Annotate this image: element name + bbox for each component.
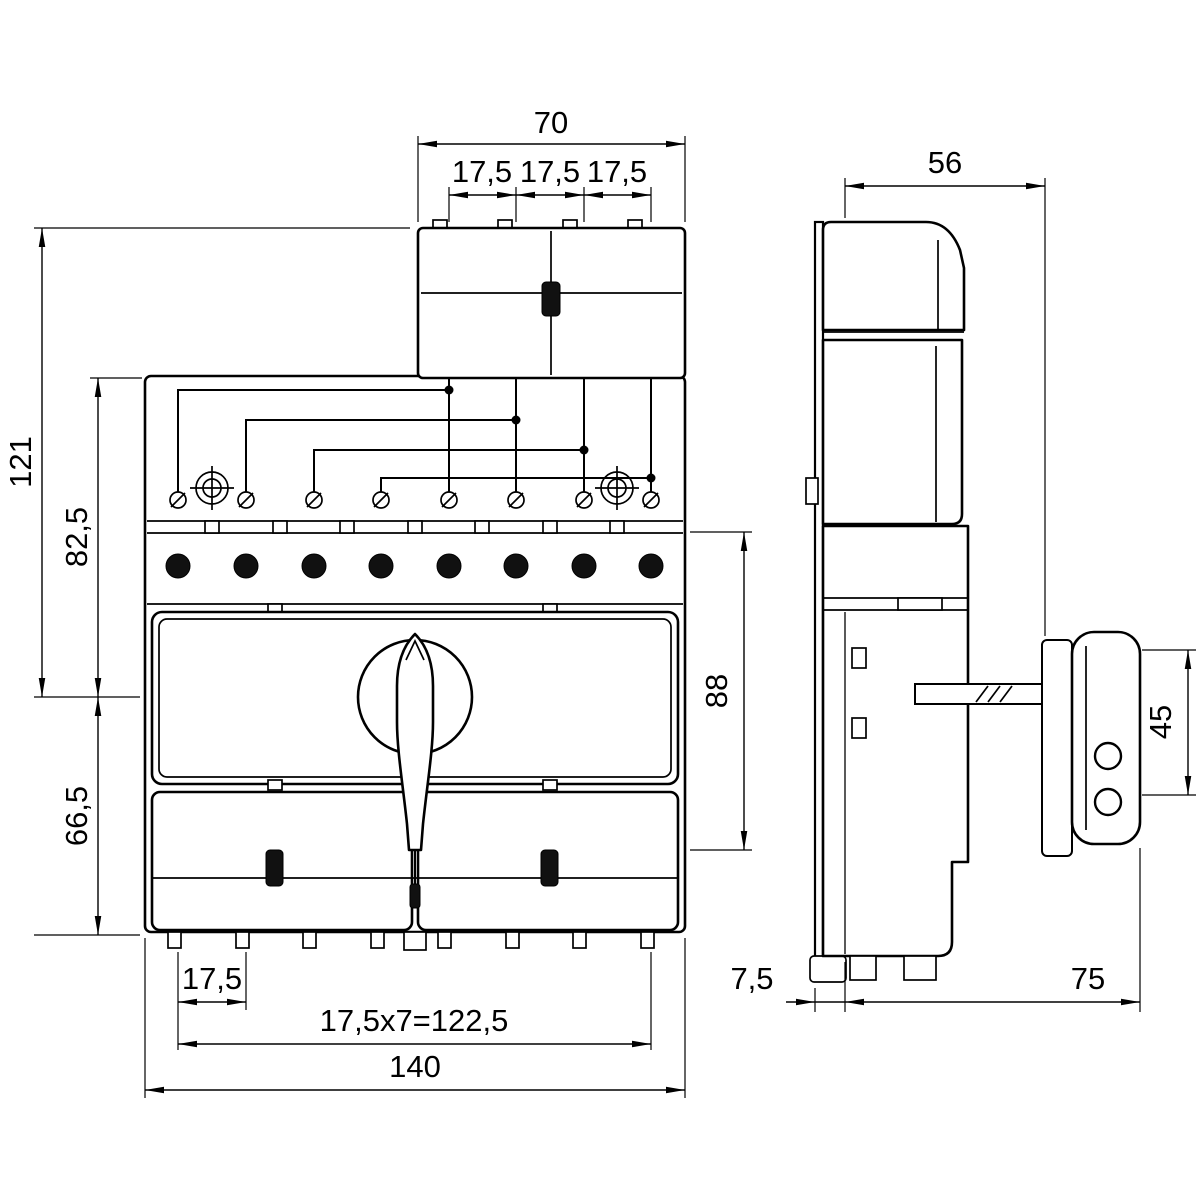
dim-82-5: 82,5 — [59, 377, 142, 697]
dim-7-5-and-75: 7,5 75 — [730, 848, 1141, 1012]
rotary-handle — [356, 632, 474, 909]
knob-screw-hole — [1093, 787, 1123, 817]
dim-17-5-bottom: 17,5 — [177, 952, 247, 1050]
dim-label-lower-height: 66,5 — [59, 786, 94, 846]
dim-label-depth-lower: 75 — [1071, 961, 1105, 996]
dim-88: 88 — [690, 531, 752, 851]
handle-mount-plate — [1041, 639, 1073, 857]
terminal-screw-icon — [541, 281, 561, 317]
dim-label-depth-upper: 56 — [928, 145, 962, 180]
side-mid-block — [821, 338, 964, 526]
crosshead-screw-icon — [190, 466, 234, 510]
dim-module-row: 17,5x7=122,5 — [178, 952, 652, 1050]
dim-140: 140 — [144, 938, 686, 1098]
front-view: 70 17,5 17,5 17,5 121 82,5 — [3, 105, 752, 1098]
din-rail-clip-slot — [851, 717, 867, 739]
dim-56: 56 — [844, 145, 1046, 636]
handle-knob — [1070, 630, 1142, 846]
side-view: 56 45 7,5 75 — [730, 145, 1196, 1012]
dim-label-module-2: 17,5 — [520, 154, 580, 189]
dim-label-handle-height: 45 — [1143, 705, 1178, 739]
clamp-slots — [204, 520, 625, 534]
dim-module-pitch-top: 17,5 17,5 17,5 — [448, 154, 652, 222]
knob-screw-hole — [1093, 741, 1123, 771]
dim-label-module-3: 17,5 — [587, 154, 647, 189]
dimensions-side: 56 45 7,5 75 — [730, 145, 1196, 1012]
terminal-row — [165, 466, 664, 579]
cover-screw-icon — [265, 849, 284, 887]
crosshead-screw-icon — [595, 466, 639, 510]
dim-121: 121 — [3, 227, 410, 698]
bottom-covers — [150, 790, 680, 932]
dimensions-front: 70 17,5 17,5 17,5 121 82,5 — [3, 105, 752, 1098]
dim-70: 70 — [417, 105, 686, 222]
dim-label-rail-offset: 7,5 — [730, 961, 773, 996]
dim-label-first-module: 17,5 — [182, 961, 242, 996]
dim-label-upper-height: 82,5 — [59, 507, 94, 567]
terminal-screw-holes — [165, 553, 664, 579]
dim-label-module-row: 17,5x7=122,5 — [320, 1003, 509, 1038]
top-module-block — [416, 219, 687, 380]
cable-entry-symbols — [169, 491, 660, 509]
wiring — [177, 378, 656, 492]
dim-label-total-width: 140 — [389, 1049, 441, 1084]
side-lower-body — [821, 524, 970, 981]
dim-66-5: 66,5 — [34, 697, 140, 936]
cover-screw-icon — [540, 849, 559, 887]
mounting-feet — [167, 931, 655, 951]
dim-45: 45 — [1142, 649, 1196, 796]
dim-label-total-height: 121 — [3, 436, 38, 488]
dim-label-top-width: 70 — [534, 105, 568, 140]
din-rail-clip-slot — [851, 647, 867, 669]
dim-label-module-1: 17,5 — [452, 154, 512, 189]
dim-label-body-height: 88 — [699, 674, 734, 708]
side-top-block — [821, 220, 966, 341]
